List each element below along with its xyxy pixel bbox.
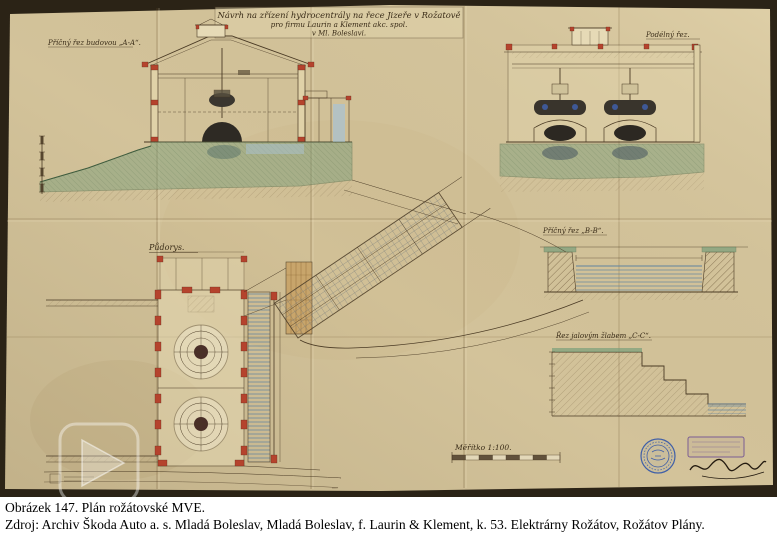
river-bank-line: [299, 299, 584, 349]
drawing-title-line2: pro firmu Laurin a Klement akc. spol.: [271, 20, 408, 29]
plan-photo: Návrh na zřízení hydrocentrály na řece J…: [0, 0, 777, 497]
caption-title: Obrázek 147. Plán rožátovské MVE.: [5, 500, 206, 515]
turbine-unit-2: [603, 68, 657, 142]
weir-and-river: [243, 176, 590, 359]
section-bb: Příčný řez „B-B“.: [540, 227, 748, 300]
signature: [689, 458, 767, 472]
section-aa-label: Příčný řez budovou „A-A“.: [47, 39, 141, 47]
plan-drawing: Návrh na zřízení hydrocentrály na řece J…: [0, 0, 777, 497]
section-longitudinal: Podélný řez.: [499, 26, 705, 192]
scale-label: Měřítko 1:100.: [454, 443, 512, 452]
section-cc-label: Řez jalovým žlabem „C-C“.: [555, 331, 651, 340]
figure-caption: Obrázek 147. Plán rožátovské MVE. Zdroj:…: [0, 497, 777, 534]
section-cc: Řez jalovým žlabem „C-C“.: [549, 331, 746, 417]
channel-water: [576, 266, 702, 292]
plan-view: Půdorys.: [43, 243, 342, 489]
spillway-steps: [641, 352, 746, 405]
section-aa: Příčný řez budovou „A-A“.: [39, 18, 353, 202]
approval-stamps: [640, 436, 767, 480]
corner-note: [49, 473, 94, 484]
title-block: Návrh na zřízení hydrocentrály na řece J…: [214, 6, 464, 39]
weir-plan: [273, 176, 491, 339]
turbine-casing: [202, 122, 242, 142]
turbine-unit-1: [533, 68, 587, 142]
intake-channel: [247, 291, 271, 463]
drawing-title-line3: v Ml. Boleslavi.: [312, 30, 366, 38]
scale-bar: Měřítko 1:100.: [451, 443, 561, 463]
longitudinal-label: Podélný řez.: [645, 31, 690, 39]
plan-label: Půdorys.: [148, 243, 184, 252]
turbine-plan-1: [173, 324, 229, 380]
watermark-logo: [58, 422, 140, 497]
height-ruler: [39, 135, 45, 194]
turbine-plan-2: [173, 396, 229, 452]
caption-source: Zdroj: Archiv Škoda Auto a. s. Mladá Bol…: [5, 517, 705, 533]
drawing-title-line1: Návrh na zřízení hydrocentrály na řece J…: [217, 10, 461, 20]
section-bb-label: Příčný řez „B-B“.: [542, 227, 604, 235]
